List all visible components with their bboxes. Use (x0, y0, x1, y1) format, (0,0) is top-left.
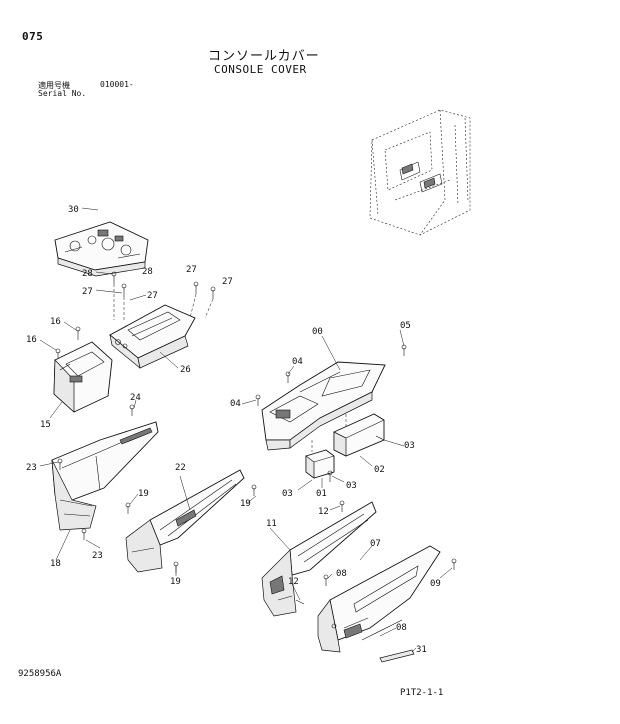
callout-12: 12 (288, 577, 299, 587)
callout-18: 18 (50, 559, 61, 569)
callout-31: 31 (416, 645, 427, 655)
trim-strip-part (379, 649, 415, 663)
page-title: CONSOLE COVER (214, 63, 307, 76)
callout-16: 16 (26, 335, 37, 345)
switch-panel-part (54, 221, 149, 277)
callout-28: 28 (142, 267, 153, 277)
callout-23: 23 (26, 463, 37, 473)
callout-07: 07 (370, 539, 381, 549)
callout-30: 30 (68, 205, 79, 215)
callout-12: 12 (318, 507, 329, 517)
main-console-part (261, 361, 386, 451)
callout-08: 08 (336, 569, 347, 579)
left-side-cover-part (51, 421, 159, 531)
callout-27: 27 (222, 277, 233, 287)
serial-label-japanese: 適用号機 (38, 81, 70, 90)
callout-27: 27 (147, 291, 158, 301)
upper-console-cover-part (109, 304, 196, 369)
callout-09: 09 (430, 579, 441, 589)
serial-range: 010001- (100, 80, 134, 89)
tray-parts (305, 413, 385, 479)
callout-03: 03 (404, 441, 415, 451)
right-side-cover-part (261, 501, 377, 617)
callout-02: 02 (374, 465, 385, 475)
callout-27: 27 (186, 265, 197, 275)
leader-lines (39, 207, 453, 653)
callout-03: 03 (346, 481, 357, 491)
rear-side-panel-part (317, 545, 441, 653)
callout-15: 15 (40, 420, 51, 430)
callout-28: 28 (82, 269, 93, 279)
callout-01: 01 (316, 489, 327, 499)
callout-05: 05 (400, 321, 411, 331)
callout-16: 16 (50, 317, 61, 327)
document-number: 9258956A (18, 669, 62, 679)
callout-04: 04 (230, 399, 241, 409)
callout-22: 22 (175, 463, 186, 473)
callout-08: 08 (396, 623, 407, 633)
callout-23: 23 (92, 551, 103, 561)
callout-11: 11 (266, 519, 277, 529)
callout-19: 19 (170, 577, 181, 587)
cab-location-icon (369, 109, 471, 236)
callout-19: 19 (240, 499, 251, 509)
middle-side-cover-part (125, 469, 245, 573)
callout-26: 26 (180, 365, 191, 375)
page-number: 075 (22, 30, 44, 43)
callout-04: 04 (292, 357, 303, 367)
serial-label: Serial No. (38, 89, 87, 98)
page-title-japanese: コンソールカバー (208, 49, 320, 64)
callout-24: 24 (130, 393, 141, 403)
left-front-box-part (53, 341, 113, 413)
callout-19: 19 (138, 489, 149, 499)
callout-03: 03 (282, 489, 293, 499)
callout-27: 27 (82, 287, 93, 297)
page-reference: P1T2-1-1 (400, 688, 444, 698)
callout-labels: 30 28 28 27 27 27 27 16 16 26 15 24 23 2… (26, 205, 441, 655)
callout-00: 00 (312, 327, 323, 337)
